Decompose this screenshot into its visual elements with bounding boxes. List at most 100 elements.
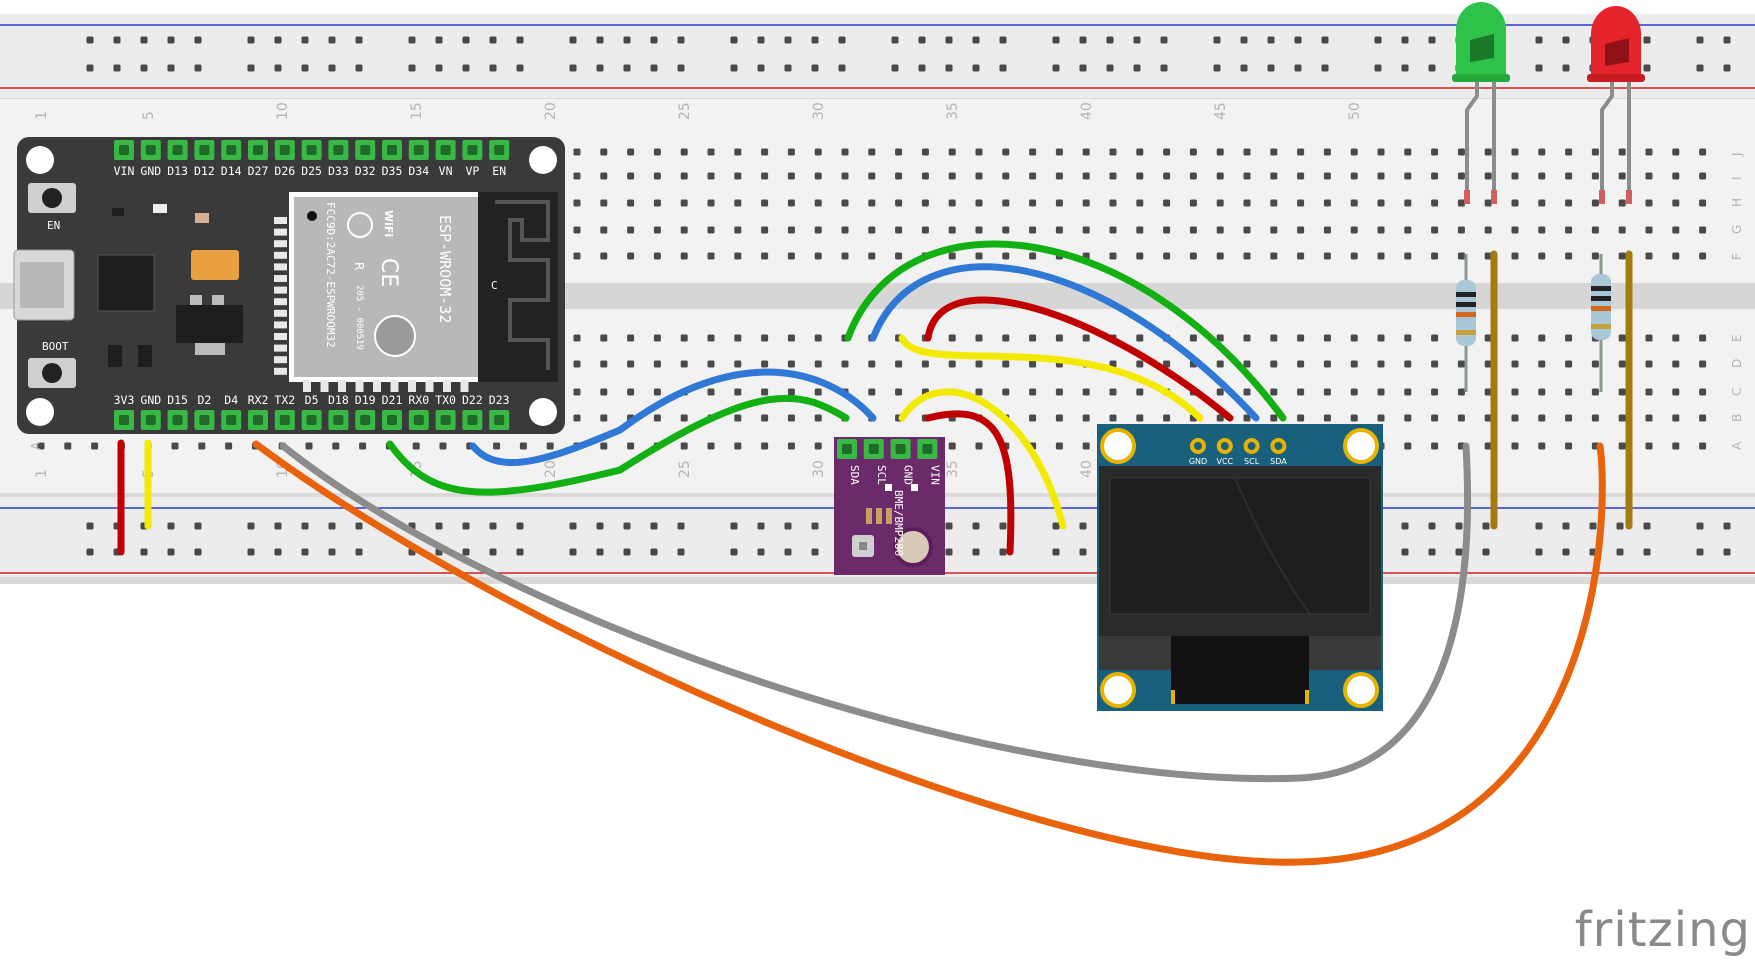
breadboard-hole[interactable] xyxy=(1699,360,1707,368)
breadboard-hole[interactable] xyxy=(1029,414,1037,422)
breadboard-hole[interactable] xyxy=(1136,199,1144,207)
breadboard-hole[interactable] xyxy=(91,442,99,450)
breadboard-hole[interactable] xyxy=(1377,388,1385,396)
rail-hole[interactable] xyxy=(1643,36,1651,44)
breadboard-hole[interactable] xyxy=(948,360,956,368)
breadboard-hole[interactable] xyxy=(1618,148,1626,156)
breadboard-hole[interactable] xyxy=(975,360,983,368)
rail-hole[interactable] xyxy=(945,522,953,530)
breadboard-hole[interactable] xyxy=(868,252,876,260)
breadboard-hole[interactable] xyxy=(1645,414,1653,422)
breadboard-hole[interactable] xyxy=(975,334,983,342)
rail-hole[interactable] xyxy=(86,548,94,556)
breadboard-hole[interactable] xyxy=(814,334,822,342)
breadboard-hole[interactable] xyxy=(1484,172,1492,180)
breadboard-hole[interactable] xyxy=(1270,360,1278,368)
breadboard-hole[interactable] xyxy=(707,360,715,368)
breadboard-hole[interactable] xyxy=(761,148,769,156)
rail-hole[interactable] xyxy=(247,64,255,72)
breadboard-hole[interactable] xyxy=(1699,148,1707,156)
breadboard-hole[interactable] xyxy=(1431,442,1439,450)
breadboard-hole[interactable] xyxy=(1672,252,1680,260)
breadboard-hole[interactable] xyxy=(1029,199,1037,207)
breadboard-hole[interactable] xyxy=(1565,172,1573,180)
breadboard-hole[interactable] xyxy=(1484,148,1492,156)
breadboard-hole[interactable] xyxy=(868,388,876,396)
rail-hole[interactable] xyxy=(140,64,148,72)
breadboard-hole[interactable] xyxy=(1511,199,1519,207)
breadboard-hole[interactable] xyxy=(1565,252,1573,260)
breadboard-hole[interactable] xyxy=(1136,360,1144,368)
breadboard-hole[interactable] xyxy=(1002,226,1010,234)
rail-hole[interactable] xyxy=(945,548,953,556)
breadboard-hole[interactable] xyxy=(627,172,635,180)
breadboard-hole[interactable] xyxy=(1404,148,1412,156)
breadboard-hole[interactable] xyxy=(1270,388,1278,396)
rail-hole[interactable] xyxy=(811,64,819,72)
breadboard-hole[interactable] xyxy=(1645,172,1653,180)
breadboard-hole[interactable] xyxy=(1109,414,1117,422)
breadboard-hole[interactable] xyxy=(1538,414,1546,422)
rail-hole[interactable] xyxy=(301,36,309,44)
breadboard-hole[interactable] xyxy=(1082,226,1090,234)
rail-hole[interactable] xyxy=(194,522,202,530)
breadboard-hole[interactable] xyxy=(787,252,795,260)
breadboard-hole[interactable] xyxy=(1565,148,1573,156)
breadboard-hole[interactable] xyxy=(841,252,849,260)
rail-hole[interactable] xyxy=(730,36,738,44)
breadboard-hole[interactable] xyxy=(841,226,849,234)
rail-hole[interactable] xyxy=(167,522,175,530)
rail-hole[interactable] xyxy=(435,36,443,44)
breadboard-hole[interactable] xyxy=(1404,172,1412,180)
breadboard-hole[interactable] xyxy=(573,226,581,234)
breadboard-hole[interactable] xyxy=(895,388,903,396)
breadboard-hole[interactable] xyxy=(1565,199,1573,207)
rail-hole[interactable] xyxy=(1535,548,1543,556)
breadboard-hole[interactable] xyxy=(1565,388,1573,396)
rail-hole[interactable] xyxy=(972,548,980,556)
breadboard-hole[interactable] xyxy=(895,360,903,368)
breadboard-hole[interactable] xyxy=(1484,414,1492,422)
rail-hole[interactable] xyxy=(462,64,470,72)
breadboard-hole[interactable] xyxy=(1431,172,1439,180)
rail-hole[interactable] xyxy=(569,548,577,556)
breadboard-hole[interactable] xyxy=(1377,148,1385,156)
breadboard-hole[interactable] xyxy=(1243,252,1251,260)
breadboard-hole[interactable] xyxy=(1216,148,1224,156)
breadboard-hole[interactable] xyxy=(1511,226,1519,234)
breadboard-hole[interactable] xyxy=(600,414,608,422)
rail-hole[interactable] xyxy=(516,64,524,72)
breadboard-hole[interactable] xyxy=(680,226,688,234)
breadboard-hole[interactable] xyxy=(1484,252,1492,260)
breadboard-hole[interactable] xyxy=(1591,172,1599,180)
breadboard-hole[interactable] xyxy=(1565,360,1573,368)
rail-hole[interactable] xyxy=(1294,64,1302,72)
rail-hole[interactable] xyxy=(355,522,363,530)
breadboard-hole[interactable] xyxy=(707,172,715,180)
breadboard-hole[interactable] xyxy=(841,172,849,180)
breadboard-hole[interactable] xyxy=(921,148,929,156)
breadboard-hole[interactable] xyxy=(1243,334,1251,342)
breadboard-hole[interactable] xyxy=(1699,226,1707,234)
breadboard-hole[interactable] xyxy=(573,172,581,180)
breadboard-hole[interactable] xyxy=(841,199,849,207)
breadboard-hole[interactable] xyxy=(868,148,876,156)
rail-hole[interactable] xyxy=(677,64,685,72)
rail-hole[interactable] xyxy=(1401,64,1409,72)
breadboard-hole[interactable] xyxy=(948,172,956,180)
breadboard-hole[interactable] xyxy=(814,172,822,180)
rail-hole[interactable] xyxy=(1535,64,1543,72)
rail-hole[interactable] xyxy=(1428,522,1436,530)
breadboard-hole[interactable] xyxy=(841,148,849,156)
rail-hole[interactable] xyxy=(408,64,416,72)
breadboard-hole[interactable] xyxy=(1243,199,1251,207)
rail-hole[interactable] xyxy=(918,36,926,44)
breadboard-hole[interactable] xyxy=(1672,388,1680,396)
rail-hole[interactable] xyxy=(113,36,121,44)
breadboard-hole[interactable] xyxy=(1699,199,1707,207)
breadboard-hole[interactable] xyxy=(573,199,581,207)
breadboard-hole[interactable] xyxy=(680,148,688,156)
breadboard-hole[interactable] xyxy=(1270,148,1278,156)
breadboard-hole[interactable] xyxy=(1189,252,1197,260)
breadboard-hole[interactable] xyxy=(1323,334,1331,342)
